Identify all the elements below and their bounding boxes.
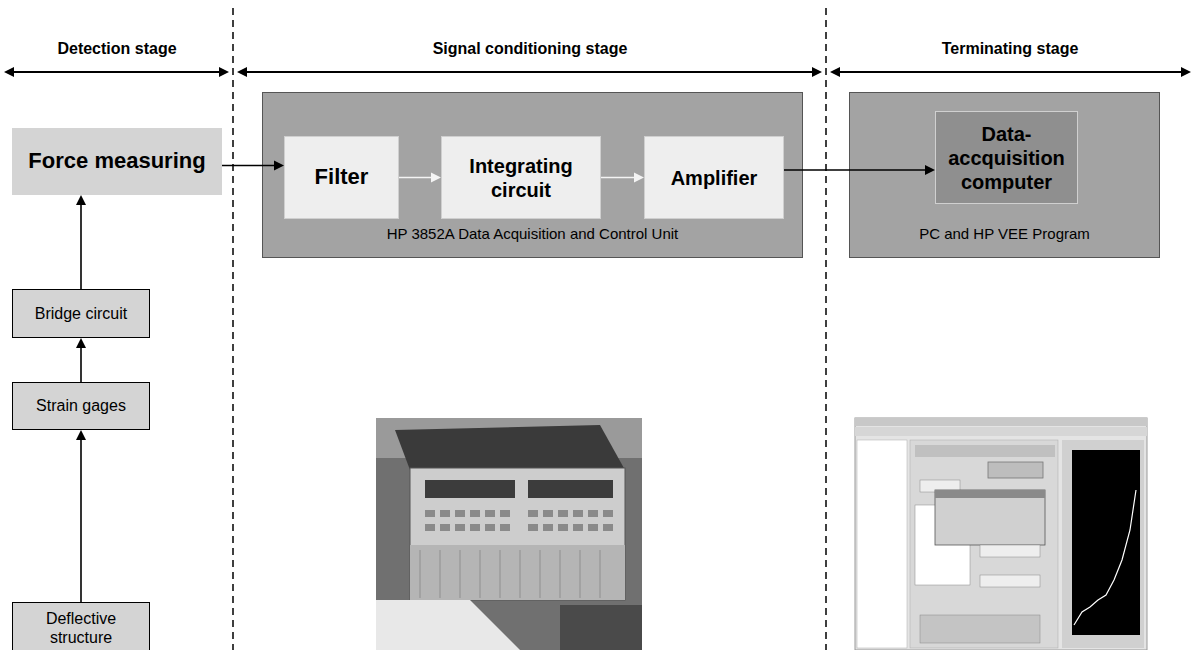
stage-box: Strain gages xyxy=(12,382,150,430)
arrowhead xyxy=(76,195,86,205)
connector xyxy=(76,430,86,602)
connector-line xyxy=(784,169,927,171)
box-label: Bridge circuit xyxy=(35,304,127,323)
process-box: Filter xyxy=(284,136,399,219)
unit-panel: HP 3852A Data Acquisition and Control Un… xyxy=(262,92,803,258)
computer-box: Data- accquisition computer xyxy=(935,111,1078,204)
connector-line xyxy=(399,177,433,179)
panel-caption: PC and HP VEE Program xyxy=(919,225,1090,243)
stage-label: Signal conditioning stage xyxy=(433,40,628,58)
arrowhead xyxy=(76,338,86,348)
stage-label: Detection stage xyxy=(57,40,176,58)
box-label: Force measuring xyxy=(28,148,205,174)
stage-divider xyxy=(825,8,827,650)
connector xyxy=(222,161,284,171)
box-label: Amplifier xyxy=(671,166,758,190)
connector-line xyxy=(80,346,82,382)
box-label: Deflective structure xyxy=(19,609,143,647)
arrowhead xyxy=(76,430,86,440)
software-screenshot xyxy=(855,418,1147,650)
box-label: Strain gages xyxy=(36,396,126,415)
output-box: Force measuring xyxy=(12,128,222,195)
panel-caption: HP 3852A Data Acquisition and Control Un… xyxy=(387,225,679,243)
box-label: Integrating circuit xyxy=(448,154,594,202)
box-label: Data- accquisition computer xyxy=(942,122,1071,194)
stage-label: Terminating stage xyxy=(942,40,1079,58)
span-arrows xyxy=(4,67,1191,77)
connector xyxy=(76,195,86,289)
connector-line xyxy=(601,177,636,179)
stage-box: Bridge circuit xyxy=(12,289,150,338)
process-box: Amplifier xyxy=(644,136,784,219)
process-box: Integrating circuit xyxy=(441,136,601,219)
instrument-photo xyxy=(376,418,642,650)
connector-line xyxy=(80,203,82,289)
connector-line xyxy=(222,165,276,167)
stage-divider xyxy=(232,8,234,650)
unit-panel: PC and HP VEE Program Data- accquisition … xyxy=(849,92,1160,258)
stage-box: Deflective structure xyxy=(12,602,150,650)
connector-line xyxy=(80,438,82,602)
connector xyxy=(76,338,86,382)
box-label: Filter xyxy=(315,164,369,190)
